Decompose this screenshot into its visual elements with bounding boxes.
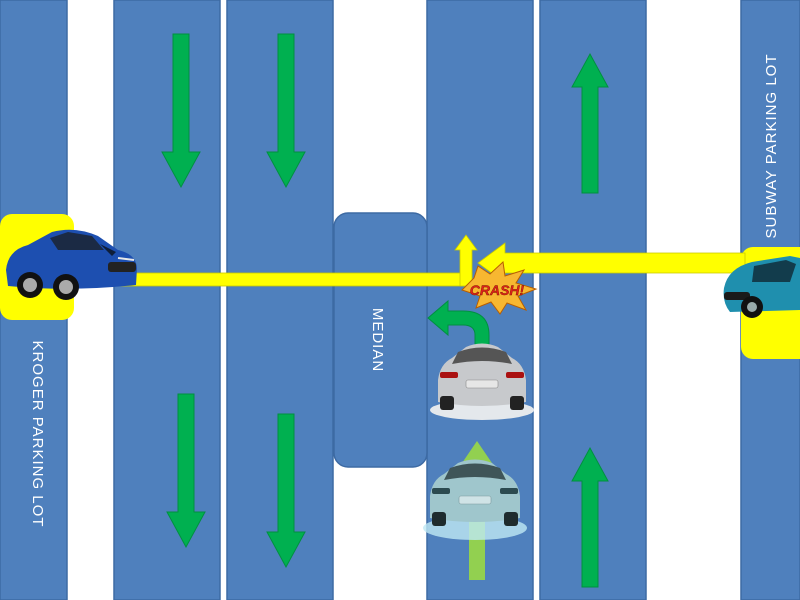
southbound-arrow-top-left <box>161 33 201 189</box>
teal-sports-car-icon <box>423 459 527 540</box>
northbound-arrow-top <box>571 52 609 194</box>
southbound-arrow-bottom-left <box>166 393 206 549</box>
teal-suv-icon <box>723 256 800 318</box>
southbound-lane-1 <box>113 0 221 600</box>
silver-sports-car-icon <box>430 343 534 420</box>
northbound-arrow-bottom <box>571 446 609 588</box>
left-turn-arrow <box>427 299 490 349</box>
crash-burst-icon: CRASH! <box>461 260 538 315</box>
southbound-arrow-top-right <box>266 33 306 189</box>
blue-sedan-icon <box>6 229 137 300</box>
southbound-arrow-bottom-right <box>266 413 306 569</box>
kroger-lot-label: KROGER PARKING LOT <box>29 341 46 528</box>
median-label: MEDIAN <box>369 308 386 372</box>
crash-label: CRASH! <box>470 282 525 298</box>
subway-lot-label: SUBWAY PARKING LOT <box>763 54 780 239</box>
